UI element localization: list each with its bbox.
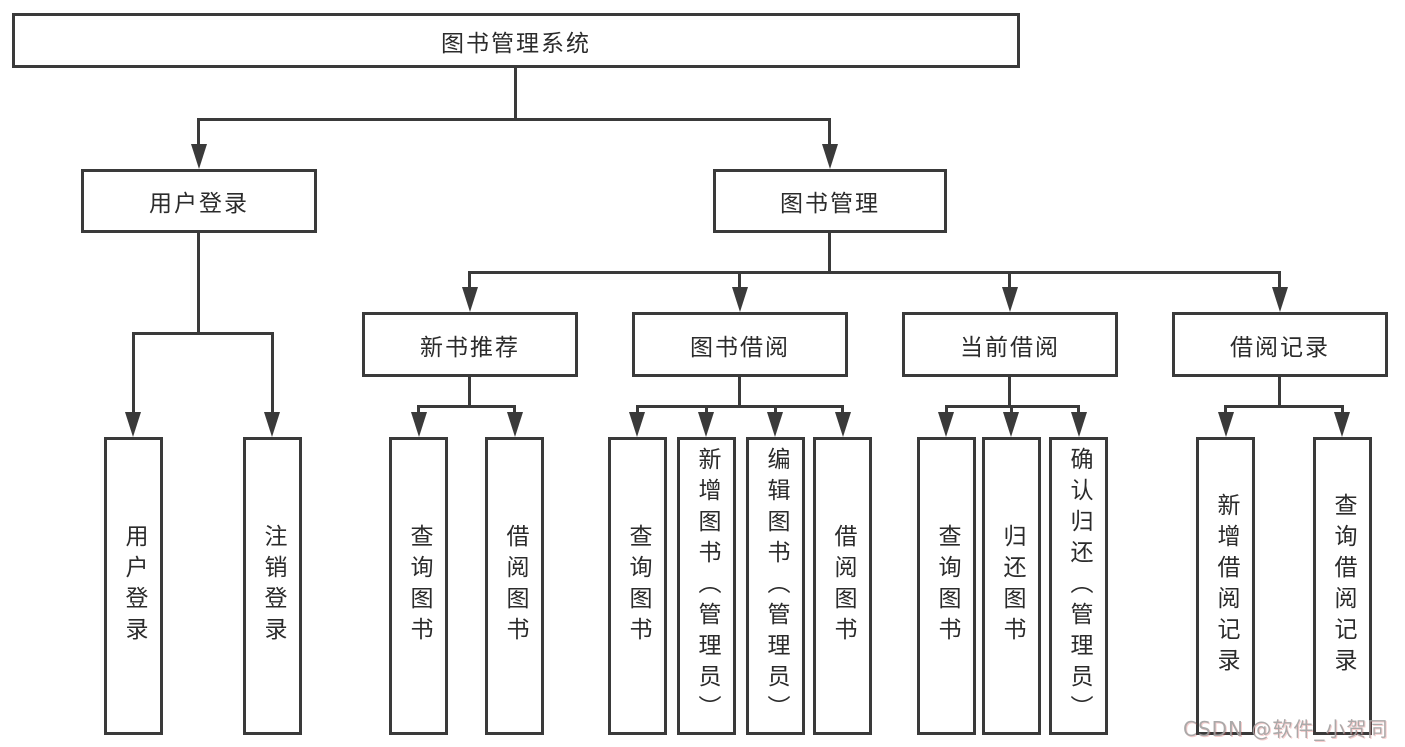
node-label: 当前借阅 <box>960 334 1060 361</box>
arrow-down-icon <box>507 412 523 437</box>
arrow-down-icon <box>1003 412 1019 437</box>
node-label: 查询图书 <box>934 524 960 648</box>
csdn-watermark: CSDN @软件_小贺同学 <box>1183 717 1389 747</box>
edge-drop-leaf <box>841 405 844 414</box>
arrow-down-icon <box>629 412 645 437</box>
node-user-login: 用户登录 <box>81 169 317 233</box>
node-label: 图书借阅 <box>690 334 790 361</box>
node-book-management: 图书管理 <box>713 169 947 233</box>
edge-book-management-branch <box>468 271 1281 274</box>
node-label: 图书管理 <box>780 191 880 217</box>
node-label: 借阅记录 <box>1230 334 1330 361</box>
node-label: 借阅图书 <box>830 524 856 648</box>
edge-drop-leaf-user-login <box>132 332 135 413</box>
node-label: 图书管理系统 <box>441 30 591 57</box>
node-leaf-confirm-return-admin: 确认归还（管理员） <box>1049 437 1108 735</box>
node-label: 查询图书 <box>625 524 651 648</box>
edge-user-login-branch <box>132 332 273 335</box>
edge-user-login-trunk <box>197 233 200 334</box>
node-book-borrow: 图书借阅 <box>632 312 848 377</box>
edge-drop-leaf-logout <box>271 332 274 413</box>
node-leaf-query-book-2: 查询图书 <box>608 437 667 735</box>
edge-drop-leaf <box>1341 405 1344 414</box>
edge-borrow-records-trunk <box>1278 377 1281 407</box>
edge-drop-leaf <box>417 405 420 414</box>
node-label: 用户登录 <box>121 524 147 648</box>
node-leaf-borrow-book-2: 借阅图书 <box>813 437 872 735</box>
edge-drop-leaf <box>636 405 639 414</box>
node-leaf-query-borrow-record: 查询借阅记录 <box>1313 437 1372 735</box>
edge-current-borrow-trunk <box>1008 377 1011 407</box>
edge-new-book-recommend-trunk <box>468 377 471 407</box>
arrow-down-icon <box>1334 412 1350 437</box>
arrow-down-icon <box>698 412 714 437</box>
node-label: 注销登录 <box>260 524 286 648</box>
node-new-book-recommend: 新书推荐 <box>362 312 578 377</box>
arrow-down-icon <box>835 412 851 437</box>
node-label: 查询图书 <box>406 524 432 648</box>
arrow-down-icon <box>411 412 427 437</box>
edge-borrow-records-branch <box>1224 405 1343 408</box>
node-current-borrow: 当前借阅 <box>902 312 1118 377</box>
node-leaf-user-login: 用户登录 <box>104 437 163 735</box>
node-label: 查询借阅记录 <box>1330 493 1356 679</box>
edge-drop-leaf <box>774 405 777 414</box>
arrow-down-icon <box>732 287 748 312</box>
edge-drop-leaf <box>513 405 516 414</box>
edge-root-trunk <box>514 68 517 120</box>
node-label: 新书推荐 <box>420 334 520 361</box>
node-label: 借阅图书 <box>502 524 528 648</box>
edge-drop-current-borrow <box>1008 271 1011 289</box>
edge-book-borrow-branch <box>636 405 843 408</box>
node-label: 新增图书（管理员） <box>694 446 720 726</box>
edge-drop-leaf <box>1224 405 1227 414</box>
arrow-down-icon <box>1218 412 1234 437</box>
arrow-down-icon <box>1071 412 1087 437</box>
arrow-down-icon <box>1002 287 1018 312</box>
edge-drop-leaf <box>705 405 708 414</box>
node-borrow-records: 借阅记录 <box>1172 312 1388 377</box>
arrow-down-icon <box>125 412 141 437</box>
node-leaf-query-book-3: 查询图书 <box>917 437 976 735</box>
node-leaf-add-borrow-record: 新增借阅记录 <box>1196 437 1255 735</box>
arrow-down-icon <box>767 412 783 437</box>
edge-drop-leaf <box>1077 405 1080 414</box>
arrow-down-icon <box>264 412 280 437</box>
edge-drop-book-borrow <box>738 271 741 289</box>
arrow-down-icon <box>938 412 954 437</box>
node-leaf-return-book: 归还图书 <box>982 437 1041 735</box>
node-label: 确认归还（管理员） <box>1066 446 1092 726</box>
edge-book-borrow-trunk <box>738 377 741 407</box>
arrow-down-icon <box>191 144 207 169</box>
node-label: 编辑图书（管理员） <box>763 446 789 726</box>
edge-drop-user-login <box>197 118 200 145</box>
edge-drop-leaf <box>1010 405 1013 414</box>
arrow-down-icon <box>462 287 478 312</box>
arrow-down-icon <box>822 144 838 169</box>
node-label: 归还图书 <box>999 524 1025 648</box>
node-leaf-add-book-admin: 新增图书（管理员） <box>677 437 736 735</box>
node-leaf-edit-book-admin: 编辑图书（管理员） <box>746 437 805 735</box>
node-label: 新增借阅记录 <box>1213 493 1239 679</box>
arrow-down-icon <box>1272 287 1288 312</box>
edge-drop-leaf <box>945 405 948 414</box>
edge-new-book-recommend-branch <box>417 405 516 408</box>
node-library-management-system: 图书管理系统 <box>12 13 1020 68</box>
node-leaf-logout: 注销登录 <box>243 437 302 735</box>
node-leaf-borrow-book-1: 借阅图书 <box>485 437 544 735</box>
node-label: 用户登录 <box>149 191 249 217</box>
edge-drop-book-management <box>828 118 831 145</box>
node-leaf-query-book-1: 查询图书 <box>389 437 448 735</box>
edge-drop-new-book-recommend <box>468 271 471 289</box>
edge-book-management-trunk <box>828 233 831 273</box>
edge-root-branch <box>197 118 831 121</box>
edge-drop-borrow-records <box>1278 271 1281 289</box>
